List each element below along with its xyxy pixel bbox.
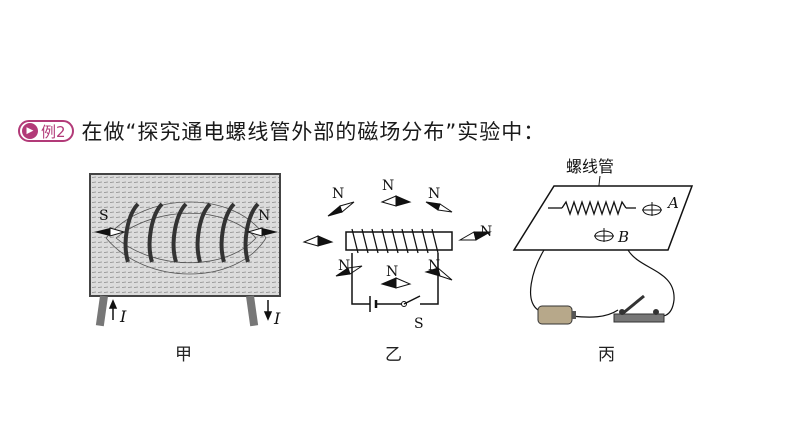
figure-yi: N N N N N N N [300,172,510,337]
solenoid-coil [561,199,627,217]
solenoid-coils [351,228,439,254]
compass-a [642,202,662,216]
switch-lever [403,295,421,305]
figure-bing-drawing: 螺线管 A B [512,157,694,325]
figure-yi-drawing: N N N N N N N [302,178,492,332]
needle-label-n: N [382,178,394,194]
pole-label-s: S [99,208,109,224]
iron-filings-board [89,173,281,297]
question-text: 在做“探究通电螺线管外部的磁场分布”实验中： [81,120,546,144]
play-icon: ▶ [22,123,38,139]
point-b-label: B [617,228,629,246]
solenoid-label: 螺线管 [566,157,614,176]
caption-bing: 丙 [598,345,615,365]
lead-wire-right [246,295,259,327]
battery [537,305,576,325]
current-label-right: I [273,309,281,328]
needle-label-n: N [332,186,344,202]
needle-label-n: N [386,264,398,280]
figure-jia-drawing: S N I I [89,173,281,328]
circuit-wires [351,253,439,305]
compass-needle-left [94,228,110,236]
example-badge-label: 例2 [41,122,66,141]
caption-yi: 乙 [385,345,402,365]
current-label-left: I [119,307,127,326]
cardboard-plane [512,185,694,251]
example-badge: ▶ 例2 [18,120,74,142]
point-a-label: A [666,194,679,212]
compass-b [594,228,614,242]
knife-switch [613,294,665,323]
switch-label: S [414,316,424,332]
lead-wire-left [95,295,108,327]
figure-jia: S N I I [86,170,296,330]
question-row: ▶ 例2 在做“探究通电螺线管外部的磁场分布”实验中： [18,116,545,146]
needle-label-n: N [428,186,440,202]
pole-label-n: N [258,208,270,224]
coil-loops [123,202,260,263]
caption-jia: 甲 [175,345,192,365]
figure-bing: 螺线管 A B [510,150,695,340]
compass-needles [302,195,492,289]
